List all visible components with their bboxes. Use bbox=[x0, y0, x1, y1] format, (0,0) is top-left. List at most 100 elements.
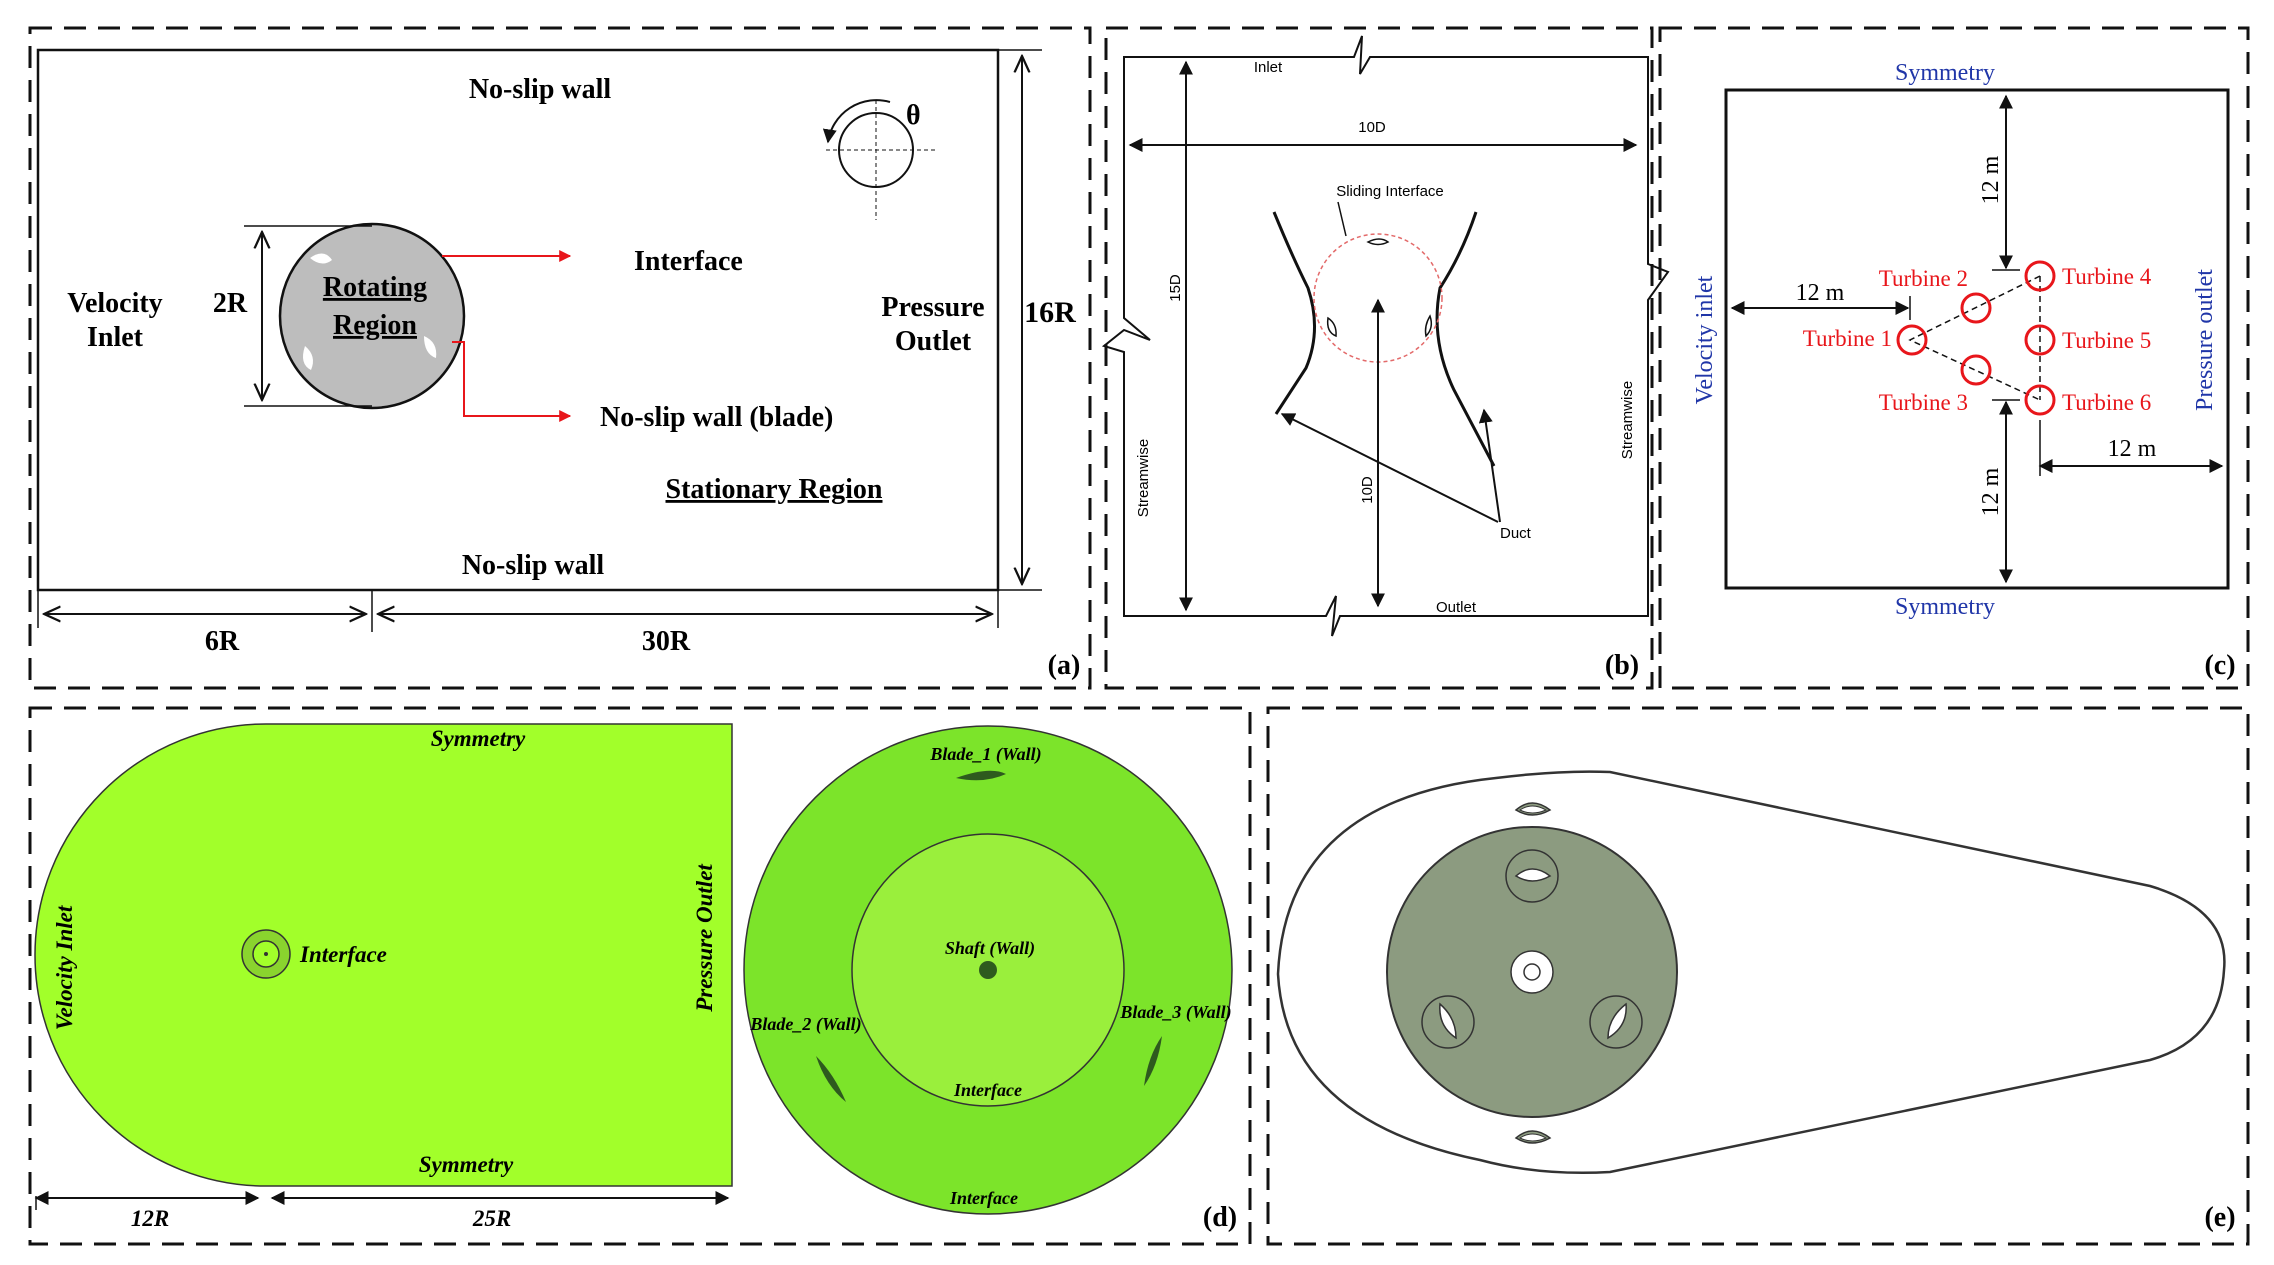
turbine-1-circle bbox=[1896, 324, 1928, 356]
turbine-1-label: Turbine 1 bbox=[1803, 326, 1892, 351]
turbine-6-circle bbox=[2024, 384, 2056, 416]
streamwise-left-label: Streamwise bbox=[1135, 439, 1152, 517]
symmetry-top-label: Symmetry bbox=[431, 726, 526, 751]
downstream-label: 30R bbox=[642, 626, 691, 657]
turbine-2-label: Turbine 2 bbox=[1879, 266, 1968, 291]
upstream-label: 6R bbox=[205, 626, 240, 657]
sliding-interface-label: Sliding Interface bbox=[1336, 183, 1444, 200]
panel-a-label: (a) bbox=[1048, 650, 1081, 681]
dim-top-label: 12 m bbox=[1978, 155, 2004, 204]
blade-shape bbox=[1519, 805, 1548, 814]
top-wall-label: No-slip wall bbox=[469, 74, 612, 105]
blade-wall-arrow bbox=[452, 341, 572, 422]
blade3-label: Blade_3 (Wall) bbox=[1119, 1002, 1231, 1023]
inlet-label: Velocity inlet bbox=[1692, 275, 1718, 404]
outlet-label: Outlet bbox=[1436, 599, 1477, 616]
panel-b-frame bbox=[1104, 26, 1654, 690]
shaft bbox=[1523, 963, 1541, 981]
shaft-dot bbox=[264, 952, 268, 956]
panel-c-frame bbox=[1658, 26, 2250, 690]
panel-b: Inlet 10D 15D Streamwise Streamwise Slid… bbox=[1101, 26, 1670, 690]
blade-2 bbox=[816, 1056, 846, 1102]
domain-boundary bbox=[36, 48, 1000, 592]
turbine-5-circle bbox=[2024, 324, 2056, 356]
blade-shape bbox=[1519, 1133, 1548, 1142]
interface-label: Interface bbox=[299, 942, 387, 967]
panel-d: Symmetry Symmetry Velocity Inlet Pressur… bbox=[28, 706, 1252, 1246]
rotating-label-line2: Region bbox=[333, 310, 417, 341]
inlet-label: Inlet bbox=[1254, 59, 1283, 76]
bottom-wall-label: No-slip wall bbox=[462, 550, 605, 581]
inlet-label: Velocity Inlet bbox=[52, 905, 77, 1030]
outlet-label: Pressure Outlet bbox=[692, 864, 717, 1013]
panel-a: No-slip wall No-slip wall Velocity Inlet… bbox=[28, 26, 1092, 690]
theta-label: θ bbox=[906, 100, 921, 131]
turbine-3-label: Turbine 3 bbox=[1879, 390, 1968, 415]
outlet-label: Pressure outlet bbox=[2192, 269, 2218, 411]
blade-shape bbox=[303, 346, 313, 370]
panel-e-label: (e) bbox=[2204, 1202, 2235, 1233]
duct-arrow-right bbox=[1478, 408, 1501, 523]
symmetry-bottom-label: Symmetry bbox=[419, 1152, 514, 1177]
panel-b-label: (b) bbox=[1605, 650, 1639, 681]
rotating-label-line1: Rotating bbox=[323, 272, 427, 303]
symmetry-bottom-label: Symmetry bbox=[1895, 594, 1995, 620]
dim-bottom-label: 12 m bbox=[1978, 467, 2004, 516]
blade1-label: Blade_1 (Wall) bbox=[929, 744, 1041, 765]
blade-shape bbox=[1439, 1002, 1457, 1040]
dim-left-label: 12 m bbox=[1796, 280, 1845, 306]
array-outline bbox=[1908, 275, 2041, 401]
inner-height-label: 10D bbox=[1359, 476, 1376, 504]
outlet-label-line1: Pressure bbox=[881, 292, 984, 323]
rotation-direction-arrow bbox=[822, 99, 891, 144]
dim-right-label: 12 m bbox=[2108, 436, 2157, 462]
streamwise-right-label: Streamwise bbox=[1619, 381, 1636, 459]
turbine-4-circle bbox=[2024, 260, 2056, 292]
blade2-label: Blade_2 (Wall) bbox=[749, 1014, 861, 1035]
panel-e-frame bbox=[1266, 706, 2250, 1246]
interface-label: Interface bbox=[634, 246, 743, 277]
diameter-label: 2R bbox=[213, 288, 248, 319]
panel-d-frame bbox=[28, 706, 1252, 1246]
leader-line bbox=[1337, 201, 1347, 237]
panel-e: (e) bbox=[1266, 706, 2250, 1246]
panel-c-label: (c) bbox=[2204, 650, 2235, 681]
blade-shape bbox=[1366, 238, 1390, 246]
inner-interface-label: Interface bbox=[953, 1080, 1022, 1100]
domain-boundary bbox=[1724, 88, 2230, 590]
blade-shape bbox=[1424, 314, 1433, 338]
outer-interface-label: Interface bbox=[949, 1188, 1018, 1208]
height-label: 16R bbox=[1024, 296, 1076, 329]
symmetry-top-label: Symmetry bbox=[1895, 60, 1995, 86]
blade-shape bbox=[424, 336, 437, 358]
shaft-label: Shaft (Wall) bbox=[945, 938, 1035, 959]
blade-3 bbox=[1144, 1036, 1162, 1086]
dim-right-label: 25R bbox=[472, 1206, 511, 1231]
blade-wall-label: No-slip wall (blade) bbox=[600, 402, 833, 433]
blade-shape bbox=[1326, 316, 1337, 338]
panel-c: Symmetry Symmetry Velocity inlet Pressur… bbox=[1658, 26, 2250, 690]
duct-wall-right bbox=[1435, 211, 1496, 467]
dim-left-label: 12R bbox=[131, 1206, 169, 1231]
turbine-5-label: Turbine 5 bbox=[2062, 328, 2151, 353]
blade-shape bbox=[1514, 868, 1552, 882]
width-label: 10D bbox=[1358, 119, 1386, 136]
fluid-domain bbox=[34, 723, 733, 1187]
inlet-label-line1: Velocity bbox=[67, 288, 162, 319]
panel-a-frame bbox=[28, 26, 1092, 690]
stationary-label: Stationary Region bbox=[666, 474, 883, 505]
blade-1 bbox=[956, 770, 1006, 781]
duct-arrow-left bbox=[1280, 413, 1499, 523]
panel-d-label: (d) bbox=[1203, 1202, 1237, 1233]
turbine-2-circle bbox=[1960, 292, 1992, 324]
outlet-label-line2: Outlet bbox=[895, 326, 972, 357]
shaft bbox=[979, 961, 997, 979]
turbine-6-label: Turbine 6 bbox=[2062, 390, 2151, 415]
duct-label: Duct bbox=[1500, 525, 1532, 542]
rotating-region-disc bbox=[278, 222, 466, 410]
blade-shape bbox=[1607, 1002, 1627, 1040]
blade-shape bbox=[310, 253, 332, 264]
height-label: 15D bbox=[1167, 274, 1184, 302]
turbine-4-label: Turbine 4 bbox=[2062, 264, 2152, 289]
